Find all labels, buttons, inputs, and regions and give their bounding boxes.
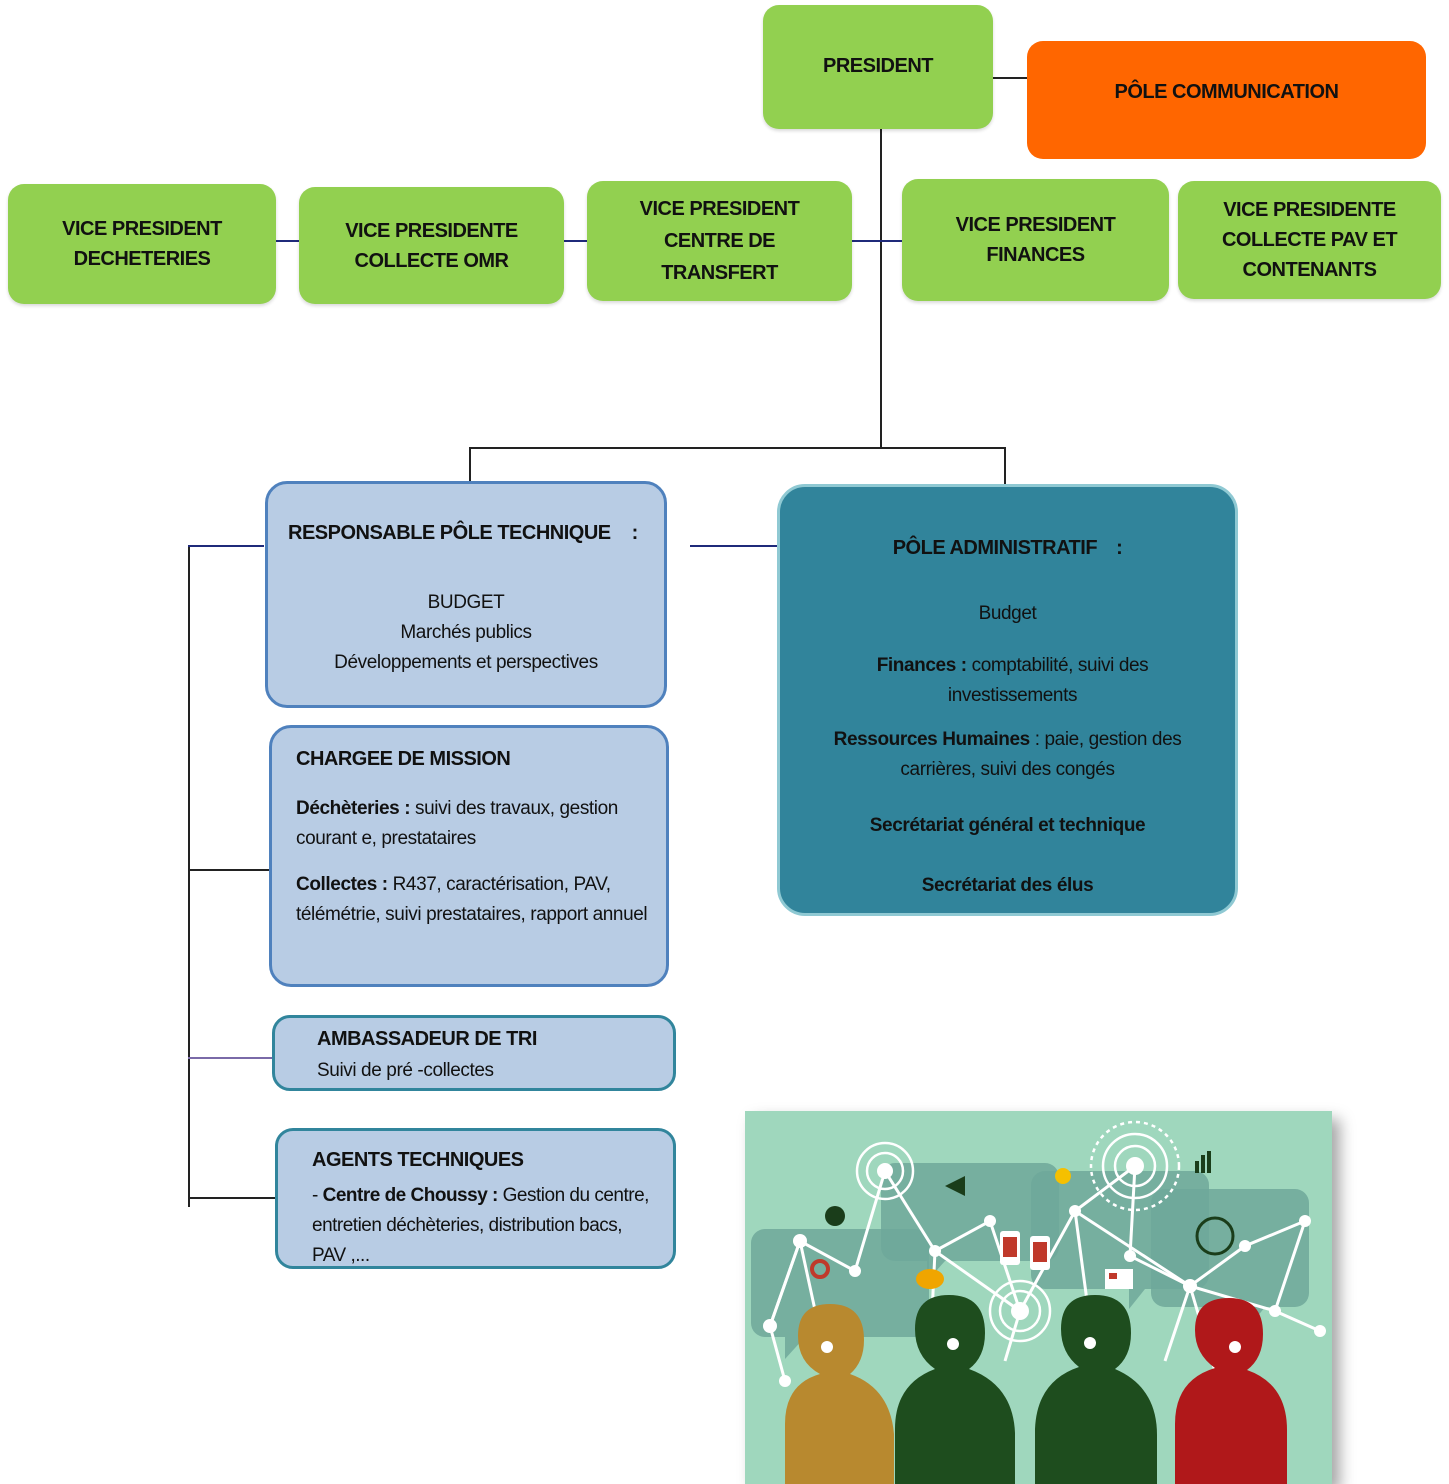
collectes-text: R437, caractérisation, PAV, télémétrie, … [296, 874, 648, 925]
connector-president-communication [993, 77, 1029, 79]
ambassadeur-title: AMBASSADEUR DE TRI [317, 1028, 537, 1050]
ambassadeur-text: Suivi de pré -collectes [317, 1060, 494, 1081]
connector-vp-row-2 [563, 240, 589, 242]
connector-left-technique [188, 545, 264, 547]
pole-communication-box: PÔLE COMMUNICATION [1027, 41, 1426, 159]
connector-left-mission [188, 869, 272, 871]
vp-title: VICE PRESIDENT [955, 214, 1116, 236]
vp-title: VICE PRESIDENTE [345, 219, 518, 242]
decheteries-label: Déchèteries : [296, 798, 411, 819]
pole-administratif-budget: Budget [978, 603, 1037, 624]
pole-administratif-title: PÔLE ADMINISTRATIF [892, 537, 1098, 559]
vp-title: VICE PRESIDENTE [1223, 199, 1396, 221]
connector-branch-left [469, 447, 471, 485]
connector-vp-row-3 [851, 240, 904, 242]
agents-text: - Centre de Choussy : Gestion du centre,… [312, 1181, 649, 1271]
connector-left-vertical [188, 545, 190, 1207]
pole-communication-label: PÔLE COMMUNICATION [1114, 80, 1339, 103]
pole-technique-box: RESPONSABLE PÔLE TECHNIQUE : BUDGET Marc… [265, 481, 667, 708]
vp-role-line3: TRANSFERT [661, 262, 778, 284]
vp-title: VICE PRESIDENT [639, 198, 800, 220]
vp-finances-box: VICE PRESIDENT FINANCES [902, 179, 1169, 301]
connector-vp-row-1 [275, 240, 301, 242]
rh-text: : paie, gestion des carrières, suivi des… [900, 729, 1182, 780]
chargee-mission-decheteries: Déchèteries : suivi des travaux, gestion… [296, 794, 648, 854]
vp-collecte-omr-box: VICE PRESIDENTE COLLECTE OMR [299, 187, 564, 304]
collectes-label: Collectes : [296, 874, 388, 895]
chargee-mission-collectes: Collectes : R437, caractérisation, PAV, … [296, 870, 648, 930]
vp-role: COLLECTE OMR [354, 249, 510, 272]
pole-technique-item: BUDGET [427, 592, 505, 613]
vp-decheteries-box: VICE PRESIDENT DECHETERIES [8, 184, 276, 304]
decheteries-text: suivi des travaux, gestion courant e, pr… [296, 798, 618, 849]
vp-role-line3: CONTENANTS [1242, 259, 1377, 281]
pole-administratif-finances: Finances : comptabilité, suivi des inves… [850, 651, 1175, 711]
connector-branch-horizontal [469, 447, 1006, 449]
pole-administratif-rh: Ressources Humaines : paie, gestion des … [810, 725, 1205, 785]
network-people-icon [745, 1111, 1332, 1484]
secretariat-elus: Secrétariat des élus [921, 875, 1094, 896]
communication-illustration [745, 1111, 1332, 1484]
connector-technique-administratif [690, 545, 778, 547]
pole-administratif-box: PÔLE ADMINISTRATIF : Budget Finances : c… [777, 484, 1238, 916]
finances-text: comptabilité, suivi des investissements [947, 655, 1149, 706]
connector-left-ambassadeur [188, 1057, 274, 1059]
vp-centre-transfert-box: VICE PRESIDENT CENTRE DE TRANSFERT [587, 181, 852, 301]
agents-label: Centre de Choussy : [322, 1185, 499, 1206]
secretariat-general: Secrétariat général et technique [869, 815, 1146, 836]
rh-label: Ressources Humaines [833, 729, 1031, 750]
connector-branch-right [1004, 447, 1006, 487]
ambassadeur-box: AMBASSADEUR DE TRI Suivi de pré -collect… [272, 1015, 676, 1091]
agents-description: Gestion du centre, entretien déchèteries… [312, 1185, 649, 1266]
pole-technique-item: Marchés publics [400, 622, 532, 643]
chargee-mission-box: CHARGEE DE MISSION Déchèteries : suivi d… [269, 725, 669, 987]
vp-role: COLLECTE PAV ET [1221, 229, 1398, 251]
pole-technique-item: Développements et perspectives [334, 652, 598, 673]
pole-administratif-colon: : [1116, 537, 1123, 559]
president-box: PRESIDENT [763, 5, 993, 129]
connector-left-agents [188, 1197, 276, 1199]
pole-technique-colon: : [631, 522, 639, 544]
agents-title: AGENTS TECHNIQUES [312, 1149, 524, 1171]
vp-role: FINANCES [986, 244, 1085, 266]
finances-label: Finances : [876, 655, 967, 676]
agents-box: AGENTS TECHNIQUES - Centre de Choussy : … [275, 1128, 676, 1269]
chargee-mission-title: CHARGEE DE MISSION [296, 748, 511, 770]
vp-title: VICE PRESIDENT [62, 218, 222, 240]
pole-technique-title: RESPONSABLE PÔLE TECHNIQUE [288, 522, 611, 544]
vp-collecte-pav-box: VICE PRESIDENTE COLLECTE PAV ET CONTENAN… [1178, 181, 1441, 299]
vp-role: DECHETERIES [73, 248, 211, 270]
president-label: PRESIDENT [823, 55, 933, 77]
vp-role: CENTRE DE [663, 230, 776, 252]
agents-dash: - [312, 1185, 323, 1206]
connector-president-down [880, 128, 882, 448]
